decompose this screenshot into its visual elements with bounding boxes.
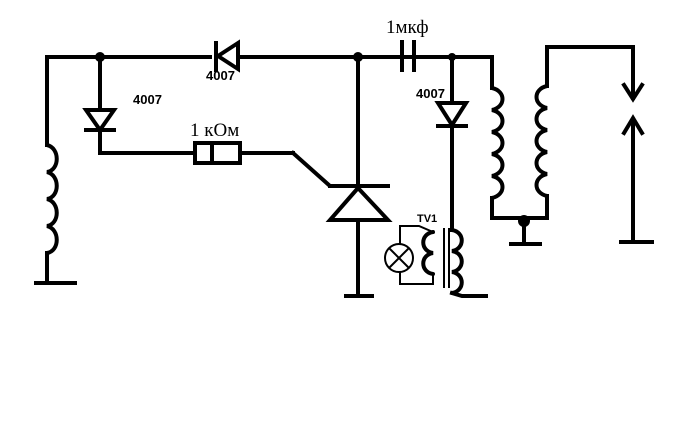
diode-top-label: 4007 [206, 68, 235, 83]
transformer-label: TV1 [417, 213, 437, 225]
diode-left [82, 108, 118, 134]
resistor-label: 1 кОм [190, 120, 239, 141]
left-inductor [34, 143, 77, 285]
resistor [193, 141, 242, 165]
diode-top [214, 39, 240, 73]
diode-left-label: 4007 [133, 92, 162, 107]
diode-right [434, 55, 470, 232]
junction-dot-middle [353, 52, 363, 62]
ignition-coil [490, 45, 635, 246]
lamp-icon [384, 243, 414, 273]
junction-dot-coil [518, 215, 530, 227]
diode-right-label: 4007 [416, 86, 445, 101]
thyristor [325, 55, 393, 298]
capacitor [400, 40, 494, 72]
capacitor-label: 1мкф [386, 17, 429, 38]
junction-dot-left [95, 52, 105, 62]
spark-gap [619, 45, 654, 244]
transformer-tv1 [399, 225, 488, 298]
